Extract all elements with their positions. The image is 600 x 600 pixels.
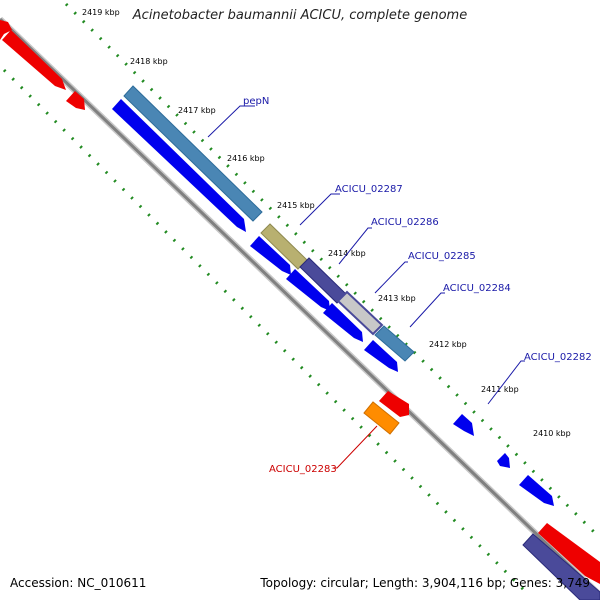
cds-pepN[interactable] xyxy=(112,99,246,232)
leader-acicu02285 xyxy=(374,261,408,294)
gene-label-acicu02283[interactable]: ACICU_02283 xyxy=(269,464,337,475)
cds-acicu02285[interactable] xyxy=(323,303,363,342)
gene-label-acicu02282[interactable]: ACICU_02282 xyxy=(524,352,592,363)
tick-label: 2413 kbp xyxy=(378,294,416,303)
feature-acicu02285-outer[interactable] xyxy=(336,290,384,336)
tick-label: 2416 kbp xyxy=(227,154,265,163)
genome-summary-text: Topology: circular; Length: 3,904,116 bp… xyxy=(260,576,590,590)
cds-acicu02284[interactable] xyxy=(364,340,398,372)
label-leaders xyxy=(207,105,525,469)
gene-label-pepN[interactable]: pepN xyxy=(243,96,269,107)
gene-label-acicu02285[interactable]: ACICU_02285 xyxy=(408,251,476,262)
cds-acicu02283-red[interactable] xyxy=(379,391,409,417)
outer-dotted-guide xyxy=(64,2,600,540)
tick-label: 2419 kbp xyxy=(82,8,120,17)
tick-label: 2410 kbp xyxy=(533,429,571,438)
cds-red-small[interactable] xyxy=(66,91,85,110)
red-cds-track xyxy=(0,20,600,584)
tick-label: 2415 kbp xyxy=(277,201,315,210)
cds-bottom-right[interactable] xyxy=(519,475,554,506)
cds-acicu02283-orange[interactable] xyxy=(363,401,400,435)
cds-bottom-red[interactable] xyxy=(538,523,600,584)
accession-text: Accession: NC_010611 xyxy=(10,576,147,590)
leader-pepN xyxy=(207,105,255,138)
outer-feature-ring xyxy=(123,85,600,600)
tick-label: 2417 kbp xyxy=(178,106,216,115)
cds-top-left-red[interactable] xyxy=(0,20,12,40)
blue-cds-track xyxy=(112,99,554,506)
leader-acicu02284 xyxy=(409,292,445,328)
feature-acicu02284-outer[interactable] xyxy=(374,325,415,362)
gene-label-acicu02284[interactable]: ACICU_02284 xyxy=(443,283,511,294)
genome-backbone-core xyxy=(0,17,600,597)
feature-pepN-outer[interactable] xyxy=(123,85,263,222)
cds-acicu02286[interactable] xyxy=(286,269,330,311)
tick-label: 2418 kbp xyxy=(130,57,168,66)
cds-acicu02282-b[interactable] xyxy=(497,453,510,468)
gene-labels: pepN ACICU_02287 ACICU_02286 ACICU_02285… xyxy=(243,96,592,475)
cds-red-large[interactable] xyxy=(2,30,66,90)
leader-acicu02283 xyxy=(333,425,378,469)
cds-acicu02282-a[interactable] xyxy=(453,414,474,436)
feature-bottom-slate[interactable] xyxy=(522,533,600,600)
cds-acicu02287[interactable] xyxy=(250,236,291,275)
map-title: Acinetobacter baumannii ACICU, complete … xyxy=(132,8,468,23)
gene-label-acicu02286[interactable]: ACICU_02286 xyxy=(371,217,439,228)
inner-dotted-guide xyxy=(2,68,532,598)
tick-label: 2412 kbp xyxy=(429,340,467,349)
leader-acicu02282 xyxy=(487,360,525,405)
tick-labels: 2419 kbp 2418 kbp 2417 kbp 2416 kbp 2415… xyxy=(82,8,571,438)
tick-label: 2411 kbp xyxy=(481,385,519,394)
gene-label-acicu02287[interactable]: ACICU_02287 xyxy=(335,184,403,195)
leader-acicu02286 xyxy=(338,227,372,265)
leader-acicu02287 xyxy=(299,193,340,226)
